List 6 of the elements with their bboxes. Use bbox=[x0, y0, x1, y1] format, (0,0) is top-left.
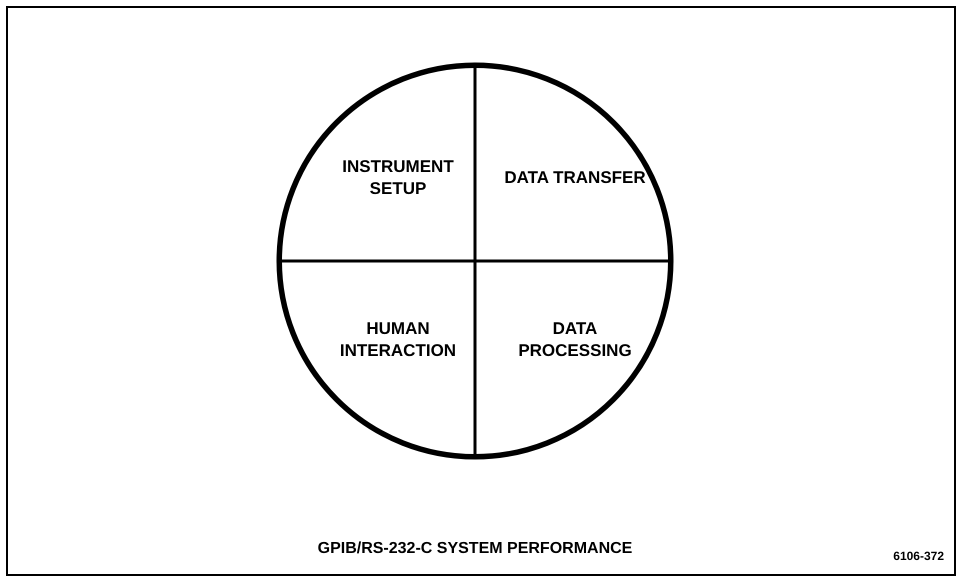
caption: GPIB/RS-232-C SYSTEM PERFORMANCE bbox=[318, 540, 632, 557]
quadrant-label: HUMAN INTERACTION bbox=[338, 318, 458, 362]
quadrant-label: DATA TRANSFER bbox=[503, 167, 647, 189]
quadrant-label: INSTRUMENT SETUP bbox=[341, 156, 455, 200]
figure-number: 6106-372 bbox=[893, 549, 944, 563]
quadrant-label: DATA PROCESSING bbox=[517, 318, 633, 362]
